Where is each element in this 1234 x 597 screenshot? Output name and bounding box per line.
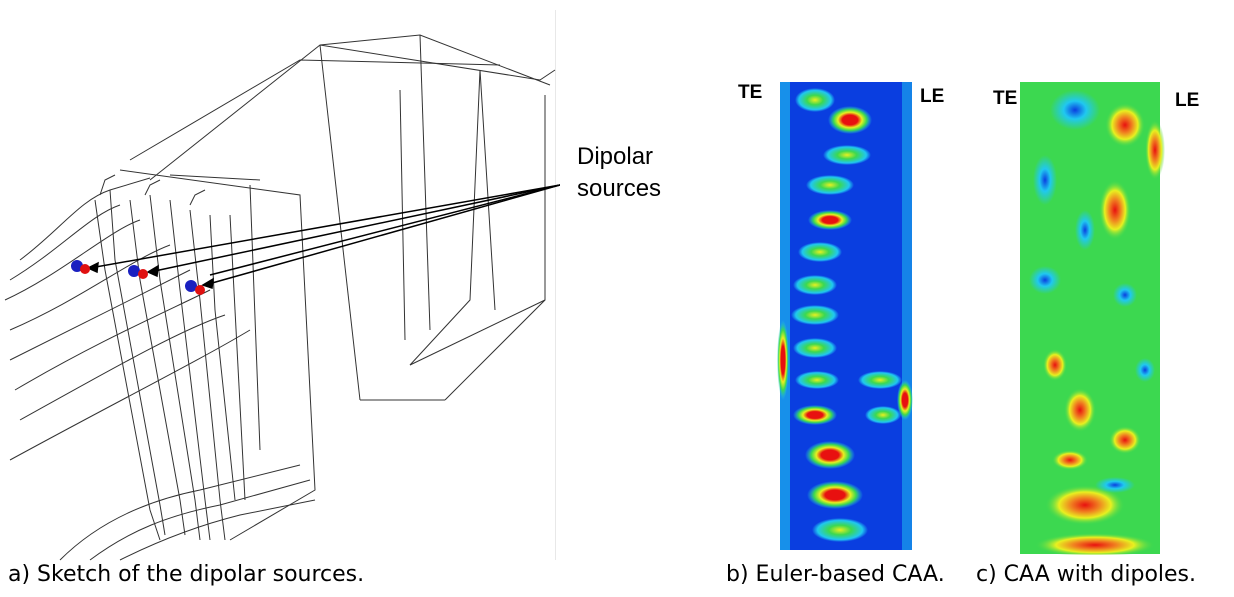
dipole-caa-contour-map bbox=[1020, 82, 1165, 555]
map-c-le-label: LE bbox=[1175, 90, 1200, 111]
figure-divider bbox=[555, 10, 556, 560]
caption-a: a) Sketch of the dipolar sources. bbox=[8, 562, 365, 587]
dipole-positive-lobe bbox=[80, 264, 90, 274]
dipolar-label-line1: Dipolar bbox=[577, 143, 654, 170]
euler-blobs bbox=[777, 88, 913, 542]
map-c-te-label: TE bbox=[993, 88, 1018, 109]
dipole-source-1 bbox=[71, 260, 90, 274]
map-b-le-label: LE bbox=[920, 86, 945, 107]
caption-c: c) CAA with dipoles. bbox=[976, 562, 1197, 587]
map-b-te-label: TE bbox=[738, 82, 763, 103]
dipolar-source-sketch bbox=[4, 34, 560, 561]
dipole-map-blobs bbox=[1029, 90, 1165, 555]
dipole-source-2 bbox=[128, 265, 148, 279]
caption-b: b) Euler-based CAA. bbox=[726, 562, 945, 587]
euler-caa-contour-map bbox=[777, 82, 913, 550]
dipolar-label-line2: sources bbox=[577, 175, 662, 202]
dipole-source-3 bbox=[185, 280, 205, 295]
